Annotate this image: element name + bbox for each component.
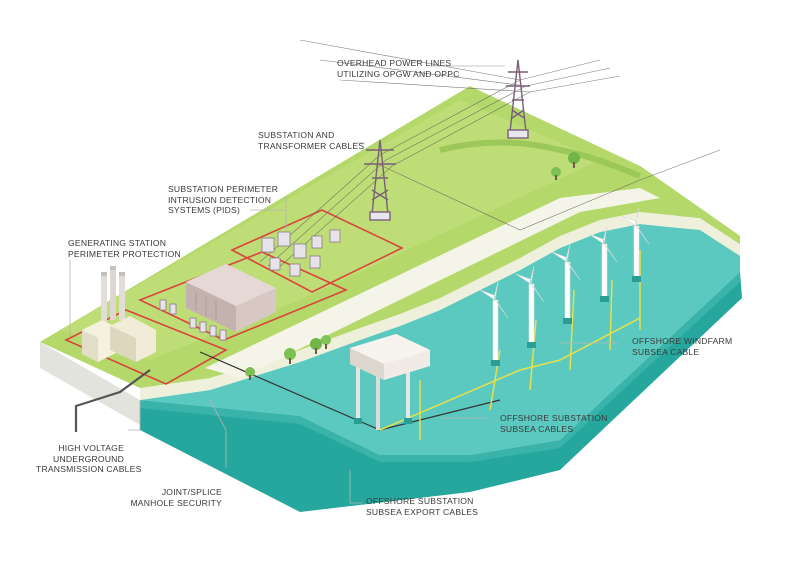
label-pids: SUBSTATION PERIMETER INTRUSION DETECTION…: [168, 184, 278, 216]
overhead-power-lines: [259, 39, 721, 271]
label-line: SUBSEA CABLE: [632, 346, 700, 357]
label-offshore-export-cables: OFFSHORE SUBSTATION SUBSEA EXPORT CABLES: [366, 496, 478, 517]
subsea-cables: [379, 250, 641, 440]
label-line: HIGH VOLTAGE: [58, 443, 124, 453]
label-line: TRANSFORMER CABLES: [258, 140, 365, 151]
sand-beach: [140, 212, 740, 400]
smokestack-icon: [101, 266, 125, 322]
label-line: OFFSHORE SUBSTATION: [366, 496, 474, 506]
label-line: OFFSHORE SUBSTATION: [500, 413, 608, 423]
generating-station: [82, 266, 156, 362]
label-line: SUBSTATION PERIMETER: [168, 184, 279, 194]
label-offshore-substation-cables: OFFSHORE SUBSTATION SUBSEA CABLES: [500, 413, 608, 434]
transmission-tower-icon: [364, 59, 530, 221]
leader-lines: [69, 65, 618, 504]
label-offshore-windfarm: OFFSHORE WINDFARM SUBSEA CABLE: [632, 336, 732, 357]
sea-surface: [140, 224, 740, 455]
label-joint-splice: JOINT/SPLICE MANHOLE SECURITY: [126, 487, 222, 508]
underground-cable: [74, 369, 151, 432]
substation-building: [186, 264, 276, 332]
tree-icon: [245, 152, 580, 380]
label-line: GENERATING STATION: [68, 238, 167, 248]
label-substation-transformer-cables: SUBSTATION AND TRANSFORMER CABLES: [258, 130, 364, 151]
label-line: MANHOLE SECURITY: [130, 497, 222, 508]
label-line: PERIMETER PROTECTION: [68, 248, 181, 259]
label-generating-station: GENERATING STATION PERIMETER PROTECTION: [68, 238, 181, 259]
label-line: OFFSHORE WINDFARM: [632, 336, 733, 346]
label-line: JOINT/SPLICE: [161, 487, 222, 497]
label-line: OVERHEAD POWER LINES: [337, 58, 452, 68]
label-line: SUBSEA CABLES: [500, 423, 574, 434]
label-line: UTILIZING OPGW AND OPPC: [337, 68, 460, 79]
label-line: INTRUSION DETECTION: [168, 194, 272, 205]
label-line: SUBSEA EXPORT CABLES: [366, 506, 479, 517]
label-line: UNDERGROUND: [53, 453, 124, 464]
label-hv-underground: HIGH VOLTAGE UNDERGROUND TRANSMISSION CA…: [36, 443, 142, 475]
label-overhead-power-lines: OVERHEAD POWER LINES UTILIZING OPGW AND …: [337, 58, 460, 79]
label-line: SUBSTATION AND: [258, 130, 335, 140]
switchyard-equipment: [159, 229, 341, 341]
sea-side: [140, 272, 742, 512]
label-line: SYSTEMS (PIDS): [168, 205, 241, 215]
offshore-platform-icon: [350, 334, 430, 430]
wind-turbine-icon: [479, 207, 650, 366]
road: [205, 188, 660, 378]
label-line: TRANSMISSION CABLES: [36, 464, 142, 474]
